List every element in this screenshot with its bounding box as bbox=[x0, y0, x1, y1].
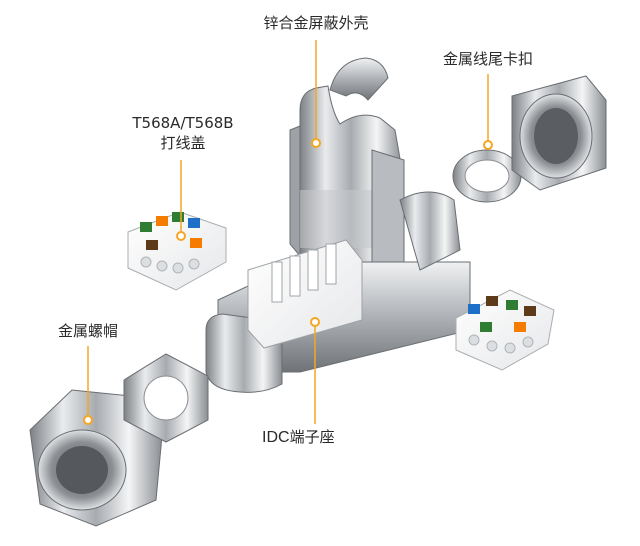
label-idc-prefix: IDC bbox=[262, 429, 290, 446]
zinc-shield-shell bbox=[289, 57, 405, 263]
wiring-cap-right bbox=[455, 289, 555, 371]
callout-lines bbox=[87, 40, 489, 424]
label-metal-tail-clip: 金属线尾卡扣 bbox=[442, 50, 533, 68]
tail-clip-left bbox=[123, 353, 209, 443]
label-zinc-shield-shell: 锌合金屏蔽外壳 bbox=[263, 14, 369, 32]
screw-cap-left bbox=[29, 389, 163, 527]
wiring-cap-left bbox=[127, 211, 227, 291]
label-metal-screw-cap: 金属螺帽 bbox=[57, 322, 118, 340]
label-idc-terminal-base: IDC端子座 bbox=[262, 428, 335, 447]
label-idc-suffix: 端子座 bbox=[289, 428, 335, 446]
screw-cap-right bbox=[511, 75, 607, 191]
metal-tail-clip bbox=[452, 140, 522, 203]
label-wiring-cap-name: 打线盖 bbox=[160, 134, 206, 152]
label-wiring-cap-standard: T568A/T568B bbox=[132, 114, 234, 132]
